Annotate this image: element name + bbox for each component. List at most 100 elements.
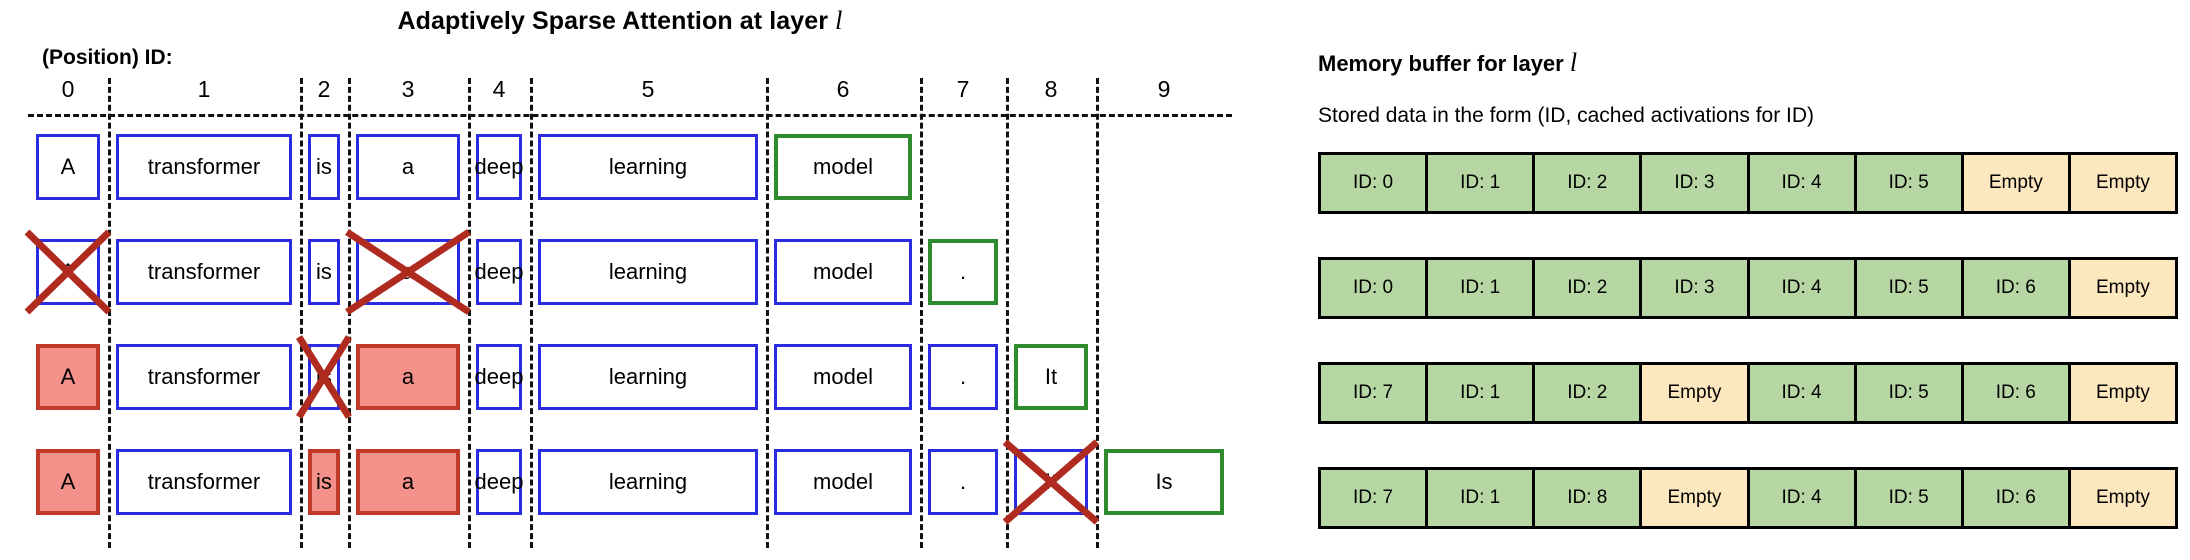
token-cell[interactable]: model bbox=[774, 134, 912, 200]
buffer-slot-label: ID: 2 bbox=[1567, 277, 1608, 298]
buffer-slot-label: ID: 3 bbox=[1674, 277, 1715, 298]
buffer-slot[interactable]: ID: 7 bbox=[1321, 365, 1429, 421]
buffer-slot[interactable]: Empty bbox=[1963, 155, 2071, 211]
token-cell[interactable]: . bbox=[928, 449, 998, 515]
buffer-slot[interactable]: ID: 8 bbox=[1535, 470, 1643, 526]
token-label: transformer bbox=[147, 154, 261, 179]
buffer-slot-label: ID: 6 bbox=[1995, 277, 2036, 298]
buffer-slot-label: Empty bbox=[2096, 277, 2150, 298]
buffer-slot[interactable]: Empty bbox=[2070, 155, 2175, 211]
layer-variable: l bbox=[835, 6, 843, 35]
token-label: model bbox=[813, 364, 873, 389]
buffer-slot[interactable]: ID: 3 bbox=[1642, 260, 1750, 316]
token-cell[interactable]: a bbox=[356, 449, 460, 515]
token-label: . bbox=[959, 259, 967, 284]
token-cell[interactable]: A bbox=[36, 134, 100, 200]
buffer-slot[interactable]: ID: 6 bbox=[1963, 470, 2071, 526]
token-label: a bbox=[401, 469, 415, 494]
token-cell[interactable]: A bbox=[36, 449, 100, 515]
buffer-slot[interactable]: ID: 5 bbox=[1856, 470, 1964, 526]
token-cell[interactable]: a bbox=[356, 239, 460, 305]
token-cell[interactable]: learning bbox=[538, 344, 758, 410]
buffer-slot[interactable]: ID: 7 bbox=[1321, 470, 1429, 526]
buffer-slot-label: Empty bbox=[1988, 172, 2043, 193]
buffer-slot-label: ID: 2 bbox=[1567, 382, 1608, 403]
token-cell[interactable]: is bbox=[308, 134, 340, 200]
token-cell[interactable]: deep bbox=[475, 344, 523, 410]
buffer-slot[interactable]: ID: 6 bbox=[1963, 260, 2071, 316]
buffer-slot[interactable]: ID: 2 bbox=[1535, 155, 1643, 211]
token-cell[interactable]: Is bbox=[1104, 449, 1224, 515]
token-cell[interactable]: model bbox=[774, 344, 912, 410]
column-divider-6 bbox=[766, 78, 769, 548]
buffer-slot-label: ID: 0 bbox=[1353, 172, 1394, 193]
buffer-slot[interactable]: ID: 1 bbox=[1428, 365, 1536, 421]
token-cell[interactable]: A bbox=[36, 239, 100, 305]
buffer-slot[interactable]: ID: 4 bbox=[1749, 365, 1857, 421]
token-cell[interactable]: a bbox=[356, 344, 460, 410]
buffer-slot[interactable]: ID: 2 bbox=[1535, 365, 1643, 421]
token-cell[interactable]: a bbox=[356, 134, 460, 200]
column-divider-5 bbox=[530, 78, 533, 548]
buffer-slot[interactable]: ID: 1 bbox=[1428, 155, 1536, 211]
buffer-slot[interactable]: Empty bbox=[1642, 365, 1750, 421]
buffer-slot-label: Empty bbox=[2096, 172, 2150, 193]
buffer-slot[interactable]: ID: 0 bbox=[1321, 260, 1429, 316]
buffer-slot-label: ID: 1 bbox=[1460, 382, 1501, 403]
buffer-slot[interactable]: ID: 2 bbox=[1535, 260, 1643, 316]
memory-buffer-panel: Memory buffer for layer l Stored data in… bbox=[1318, 0, 2178, 560]
token-cell[interactable]: transformer bbox=[116, 239, 292, 305]
buffer-slot[interactable]: ID: 4 bbox=[1749, 260, 1857, 316]
buffer-slot[interactable]: ID: 0 bbox=[1321, 155, 1429, 211]
token-cell[interactable]: transformer bbox=[116, 134, 292, 200]
column-id-2: 2 bbox=[317, 76, 331, 102]
buffer-slot-label: ID: 0 bbox=[1353, 277, 1394, 298]
token-label: A bbox=[60, 154, 76, 179]
buffer-slot[interactable]: Empty bbox=[2070, 260, 2175, 316]
buffer-slot[interactable]: ID: 5 bbox=[1856, 155, 1964, 211]
token-cell[interactable]: It bbox=[1014, 449, 1088, 515]
column-divider-8 bbox=[1006, 78, 1009, 548]
buffer-slot[interactable]: ID: 3 bbox=[1642, 155, 1750, 211]
token-label: transformer bbox=[147, 364, 261, 389]
token-cell[interactable]: It bbox=[1014, 344, 1088, 410]
buffer-slot[interactable]: Empty bbox=[2070, 365, 2175, 421]
buffer-slot-label: ID: 1 bbox=[1460, 172, 1501, 193]
token-cell[interactable]: model bbox=[774, 239, 912, 305]
token-cell[interactable]: learning bbox=[538, 449, 758, 515]
token-cell[interactable]: deep bbox=[475, 239, 523, 305]
column-id-0: 0 bbox=[61, 76, 75, 102]
memory-buffer-title: Memory buffer for layer l bbox=[1318, 48, 1577, 78]
buffer-slot[interactable]: Empty bbox=[1642, 470, 1750, 526]
token-cell[interactable]: learning bbox=[538, 134, 758, 200]
token-cell[interactable]: deep bbox=[475, 134, 523, 200]
buffer-slot[interactable]: ID: 6 bbox=[1963, 365, 2071, 421]
buffer-slot-label: ID: 4 bbox=[1781, 382, 1822, 403]
token-cell[interactable]: transformer bbox=[116, 449, 292, 515]
buffer-slot-label: Empty bbox=[2096, 382, 2150, 403]
token-cell[interactable]: . bbox=[928, 239, 998, 305]
token-cell[interactable]: . bbox=[928, 344, 998, 410]
token-cell[interactable]: is bbox=[308, 344, 340, 410]
buffer-slot[interactable]: ID: 4 bbox=[1749, 155, 1857, 211]
buffer-slot[interactable]: ID: 5 bbox=[1856, 365, 1964, 421]
token-cell[interactable]: transformer bbox=[116, 344, 292, 410]
token-cell[interactable]: model bbox=[774, 449, 912, 515]
memory-buffer-title-text: Memory buffer for layer bbox=[1318, 51, 1570, 76]
token-cell[interactable]: deep bbox=[475, 449, 523, 515]
buffer-slot[interactable]: ID: 4 bbox=[1749, 470, 1857, 526]
column-divider-4 bbox=[468, 78, 471, 548]
buffer-slot[interactable]: ID: 1 bbox=[1428, 260, 1536, 316]
token-cell[interactable]: is bbox=[308, 449, 340, 515]
token-cell[interactable]: A bbox=[36, 344, 100, 410]
token-cell[interactable]: learning bbox=[538, 239, 758, 305]
buffer-slot[interactable]: ID: 1 bbox=[1428, 470, 1536, 526]
buffer-slot[interactable]: Empty bbox=[2070, 470, 2175, 526]
token-cell[interactable]: is bbox=[308, 239, 340, 305]
token-label: learning bbox=[608, 364, 688, 389]
buffer-slot[interactable]: ID: 5 bbox=[1856, 260, 1964, 316]
column-divider-2 bbox=[300, 78, 303, 548]
token-label: learning bbox=[608, 469, 688, 494]
